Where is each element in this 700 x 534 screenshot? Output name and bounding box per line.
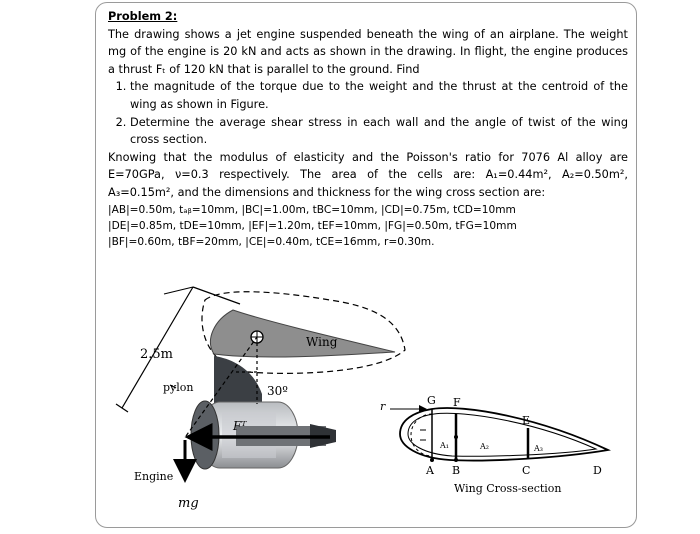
label-A3: A₃ <box>533 444 543 453</box>
label-r: r <box>380 400 386 413</box>
dimension-line-1: |AB|=0.50m, tₐᵦ=10mm, |BC|=1.00m, tBC=10… <box>108 203 516 216</box>
label-G: G <box>427 394 436 407</box>
given-data: Knowing that the modulus of elasticity a… <box>108 150 628 199</box>
wing-label: Wing <box>306 335 338 349</box>
thrust-label: Fᵀ <box>232 419 247 433</box>
label-C: C <box>522 464 530 477</box>
problem-title: Problem 2: <box>108 10 178 23</box>
engine-inlet <box>190 400 220 470</box>
label-E: E <box>522 414 530 427</box>
pylon-shape <box>214 356 262 405</box>
dimensions-list: |AB|=0.50m, tₐᵦ=10mm, |BC|=1.00m, tBC=10… <box>108 202 628 251</box>
label-A2: A₂ <box>479 442 489 451</box>
label-A1: A₁ <box>439 441 449 450</box>
wing-cross-section-figure: r G F E A B C D A₁ A₂ A₃ Wing Cross-sect… <box>380 394 611 495</box>
engine-wing-figure: 2.5m pylon 30º Fᵀ Wing Engine mg <box>115 286 406 511</box>
pylon-label: pylon <box>163 381 193 394</box>
dimension-label: 2.5m <box>140 347 173 362</box>
label-D: D <box>593 464 602 477</box>
problem-intro: The drawing shows a jet engine suspended… <box>108 27 628 76</box>
cross-section-outline <box>399 407 611 462</box>
task-item-2: Determine the average shear stress in ea… <box>130 114 628 149</box>
problem-text: Problem 2: The drawing shows a jet engin… <box>108 8 628 251</box>
label-F: F <box>453 396 461 409</box>
label-B: B <box>452 464 460 477</box>
weight-label: mg <box>178 496 199 511</box>
wing-shape <box>210 309 396 358</box>
engine-label: Engine <box>134 470 173 483</box>
task-list: the magnitude of the torque due to the w… <box>108 78 628 148</box>
angle-label: 30º <box>267 384 288 398</box>
page-frame <box>95 2 637 528</box>
dimension-line-3: |BF|=0.60m, tBF=20mm, |CE|=0.40m, tCE=16… <box>108 236 435 249</box>
task-item-1: the magnitude of the torque due to the w… <box>130 78 628 113</box>
label-A: A <box>425 464 435 477</box>
cross-section-caption: Wing Cross-section <box>454 482 562 495</box>
dimension-line-2: |DE|=0.85m, tDE=10mm, |EF|=1.20m, tEF=10… <box>108 219 517 232</box>
